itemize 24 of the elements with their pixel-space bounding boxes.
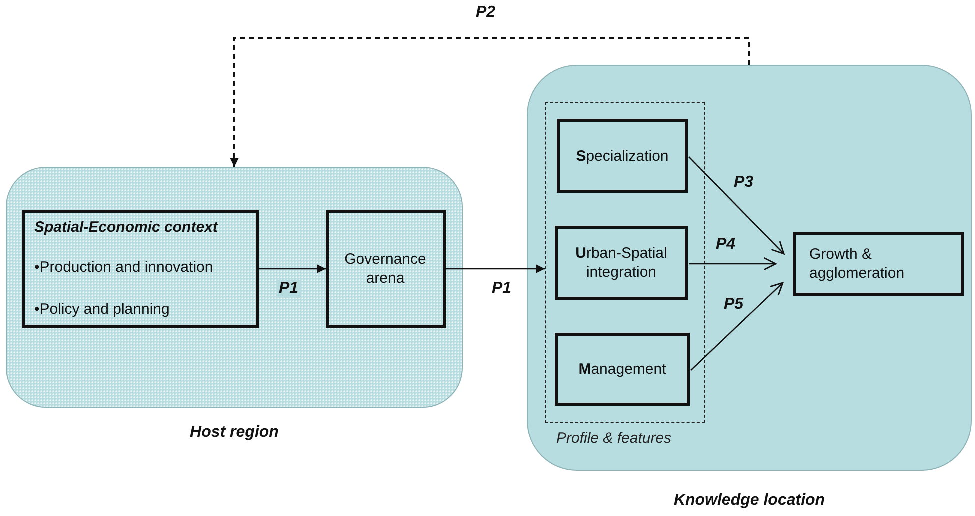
- arrow: [689, 257, 777, 271]
- process-box: [326, 210, 446, 328]
- box-label: Governance arena: [344, 250, 428, 288]
- process-box: [557, 119, 688, 193]
- edge-label: P1: [277, 280, 301, 298]
- region-title: Knowledge location: [672, 492, 826, 510]
- arrow: [446, 264, 545, 274]
- group-title: Profile & features: [556, 430, 672, 446]
- process-box: [22, 210, 258, 328]
- box-label: Growth & agglomeration: [810, 244, 906, 282]
- arrow: [690, 282, 784, 371]
- box-label: Urban-Spatial integration: [574, 244, 668, 282]
- box-label: Management: [578, 360, 666, 379]
- bullet-item: •Policy and planning: [34, 300, 170, 318]
- arrow: [230, 37, 750, 167]
- bullet-item: •Production and innovation: [34, 258, 214, 277]
- box-heading: Spatial-Economic context: [34, 218, 218, 236]
- arrow: [259, 264, 326, 274]
- process-box: [792, 232, 964, 296]
- arrow: [688, 156, 785, 255]
- process-box: [555, 226, 688, 300]
- region-title: Host region: [189, 424, 280, 442]
- box-label: Specialization: [576, 146, 669, 166]
- process-box: [555, 333, 690, 406]
